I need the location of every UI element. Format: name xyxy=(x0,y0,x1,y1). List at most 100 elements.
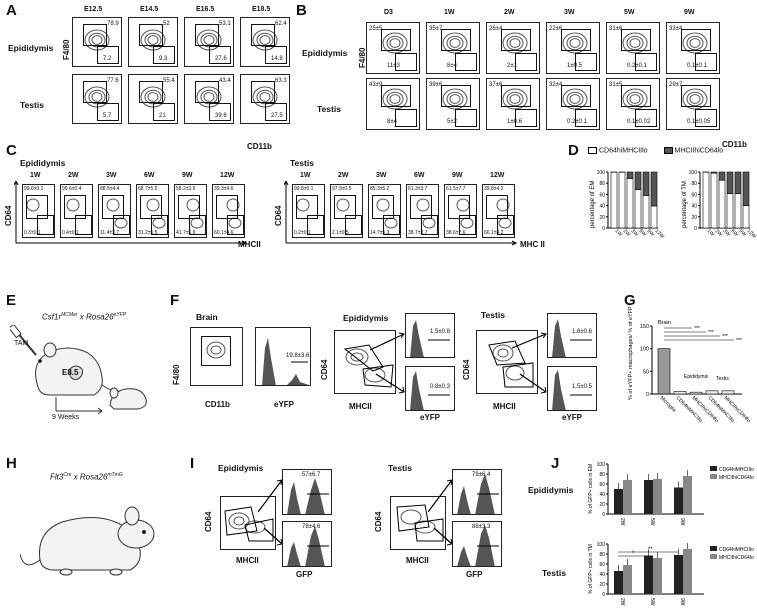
bar-black xyxy=(614,489,623,514)
gate xyxy=(455,109,477,127)
gate xyxy=(153,103,175,121)
x-tick-label: 9W xyxy=(738,228,748,238)
gate-percentage: 2±1 xyxy=(507,63,517,69)
bar-black xyxy=(674,555,683,594)
significance-stars: *** xyxy=(722,334,728,340)
panel-letter: A xyxy=(6,2,17,19)
gate-arrows xyxy=(512,332,547,394)
panel-letter: I xyxy=(190,455,195,472)
gate-percentage: 26±4 xyxy=(489,26,503,32)
group-label: Epididymis xyxy=(684,374,709,380)
gate-percentage: 0.8±0.3 xyxy=(430,384,450,390)
contour xyxy=(66,198,80,212)
histogram-shape xyxy=(457,474,499,514)
histogram-testis-top: 79±6.4 xyxy=(452,469,502,515)
gate-percentage: 0.4±0.1 xyxy=(62,230,79,236)
legend-swatch-grey xyxy=(710,474,717,479)
contour xyxy=(336,198,350,212)
contour-ring xyxy=(629,38,641,48)
gate-percentage: 78±4.6 xyxy=(302,524,321,530)
column-label: 1W xyxy=(300,172,311,179)
gate-percentage: 2.1±0.5 xyxy=(332,230,349,236)
gate xyxy=(575,109,597,127)
panel-letter: F xyxy=(170,292,180,309)
bar-grey xyxy=(623,480,632,514)
gate-percentage: 57±6.7 xyxy=(302,472,321,478)
x-tick-label: 1W xyxy=(614,228,624,238)
panel-letter: E xyxy=(6,292,17,309)
cross-gene: Flt3 xyxy=(50,472,64,482)
gate xyxy=(561,29,591,51)
bar-open xyxy=(718,179,726,229)
column-label: 2W xyxy=(68,172,79,179)
bar-open xyxy=(642,195,650,229)
column-label: 5W xyxy=(624,9,635,16)
contour-ring xyxy=(449,38,461,48)
mouse-cross: Csf1rMCMer x Rosa26eYFP xyxy=(42,312,126,322)
gate-percentage: 37±6 xyxy=(489,82,503,88)
gate-percentage: 11±3 xyxy=(387,63,400,69)
histogram-shape xyxy=(552,319,592,357)
gate-percentage: 99.8±0.1 xyxy=(294,186,314,192)
gate-percentage: 1±0.5 xyxy=(567,63,582,69)
row-label: Testis xyxy=(317,104,341,114)
y-tick-label: 0 xyxy=(694,226,697,232)
gate xyxy=(395,53,417,71)
section-title: Epididymis xyxy=(343,313,389,323)
gate xyxy=(459,215,476,235)
contour-ring xyxy=(416,198,430,212)
contour-ring xyxy=(26,198,40,212)
gate xyxy=(455,53,477,71)
bar-open xyxy=(702,171,710,229)
gate xyxy=(151,215,168,235)
legend-label: MHCIIhiCD64lo xyxy=(674,147,724,155)
y-tick-label: 20 xyxy=(691,215,697,221)
cross-reporter-sup: eYFP xyxy=(113,312,127,318)
mouse-diagram xyxy=(20,506,155,576)
flow-plot: 26±4 2±1 xyxy=(486,22,540,74)
gate xyxy=(195,24,219,46)
gate xyxy=(209,46,231,64)
column-label: 6W xyxy=(414,172,425,179)
gate-percentage: 25±5 xyxy=(369,26,383,32)
column-label: 2W xyxy=(504,9,515,16)
gate xyxy=(381,85,411,107)
gate-percentage: 14.7±5.3 xyxy=(370,230,390,236)
column-label: 1W xyxy=(444,9,455,16)
contour-ring xyxy=(566,91,584,107)
gate-percentage: 9.3 xyxy=(159,56,168,62)
gate xyxy=(695,109,717,127)
histogram-shape xyxy=(287,478,329,514)
gate-percentage: 21 xyxy=(159,113,166,119)
gate-percentage: 61.3±3.7 xyxy=(408,186,428,192)
histogram-brain: 19.8±3.6 xyxy=(255,327,311,386)
gate-percentage: 31±5 xyxy=(609,82,623,88)
histogram-testis-top: 1.6±0.6 xyxy=(547,313,597,358)
axis-arrows xyxy=(284,181,518,246)
gate xyxy=(75,215,92,235)
axis-label-y: CD64 xyxy=(320,359,329,380)
cross-gene-sup: Cre xyxy=(63,472,72,478)
contour-ring xyxy=(376,198,390,212)
contour-ring xyxy=(689,94,701,104)
gate-percentage: 31.2±5.5 xyxy=(138,230,158,236)
contour xyxy=(396,504,444,542)
contour-ring xyxy=(106,198,120,212)
gate-arrows xyxy=(428,479,453,546)
y-axis-label: percentage of EM xyxy=(590,181,596,228)
gate xyxy=(265,103,287,121)
gate xyxy=(501,85,531,107)
gate-percentage: 53.1 xyxy=(219,21,231,27)
flow-plot-brain xyxy=(190,327,243,386)
gate-percentage: 88±3.3 xyxy=(472,524,491,530)
x-tick-label: 6W xyxy=(730,228,740,238)
gate-percentage: 8±4 xyxy=(447,63,457,69)
